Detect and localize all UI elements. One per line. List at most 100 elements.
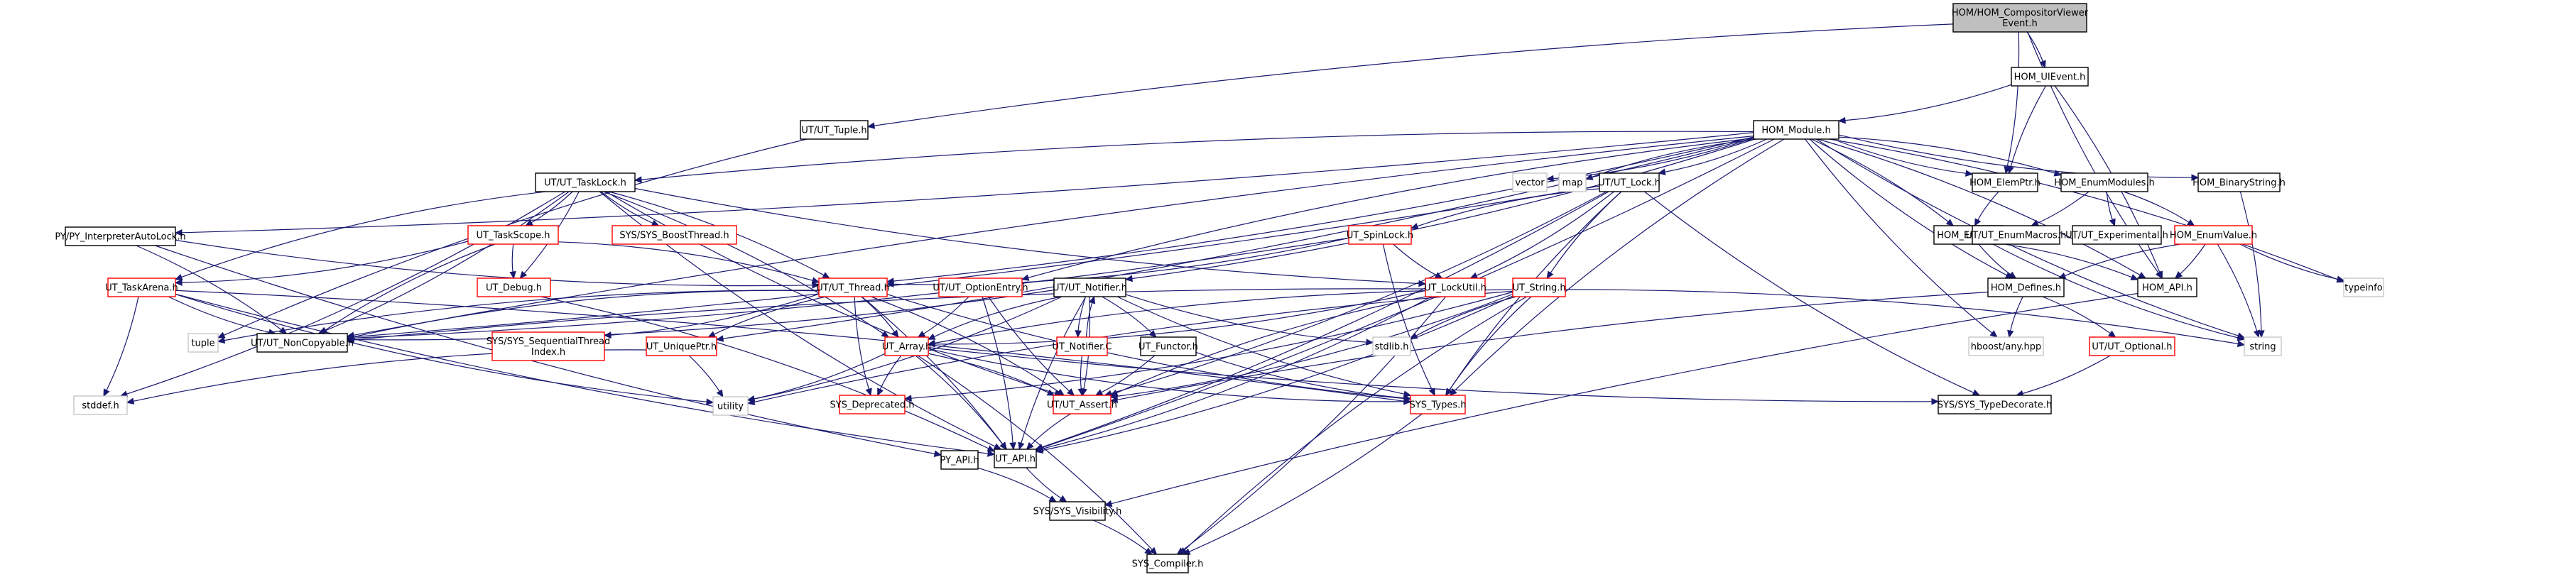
node-lockutil[interactable]: UT_LockUtil.h: [1424, 277, 1487, 297]
node-enummodules[interactable]: HOM_EnumModules.h: [2054, 172, 2155, 192]
node-vector[interactable]: vector: [1512, 172, 1548, 192]
node-box[interactable]: [1348, 225, 1412, 245]
node-enummacros[interactable]: UT/UT_EnumMacros.h: [1966, 225, 2067, 245]
node-boostthread[interactable]: SYS/SYS_BoostThread.h: [612, 225, 737, 245]
node-box[interactable]: [1053, 395, 1112, 414]
node-box[interactable]: [2174, 225, 2253, 245]
node-functor[interactable]: UT_Functor.h: [1138, 336, 1198, 356]
node-pyapi[interactable]: PY_API.h: [940, 450, 979, 470]
node-hboostany[interactable]: hboost/any.hpp: [1968, 336, 2044, 356]
node-box[interactable]: [1372, 336, 1411, 356]
node-experimental[interactable]: UT/UT_Experimental.h: [2065, 225, 2168, 245]
node-debug[interactable]: UT_Debug.h: [477, 277, 551, 297]
node-typeinfo[interactable]: typeinfo: [2343, 277, 2384, 297]
node-stdlib[interactable]: stdlib.h: [1372, 336, 1411, 356]
node-homapi[interactable]: HOM_API.h: [2137, 277, 2197, 297]
node-box[interactable]: [2060, 172, 2148, 192]
node-box[interactable]: [1049, 501, 1106, 521]
node-box[interactable]: [2343, 277, 2384, 297]
node-box[interactable]: [467, 225, 559, 245]
node-utstring[interactable]: UT_String.h: [1512, 277, 1566, 297]
node-uniqueptr[interactable]: UT_UniquePtr.h: [646, 336, 717, 356]
node-box[interactable]: [1425, 277, 1486, 297]
node-systypes[interactable]: SYS_Types.h: [1410, 395, 1467, 414]
node-box[interactable]: [2197, 172, 2281, 192]
node-box[interactable]: [2011, 67, 2089, 87]
node-box[interactable]: [800, 120, 869, 140]
node-box[interactable]: [712, 396, 749, 416]
node-homdefines[interactable]: HOM_Defines.h: [1987, 277, 2065, 297]
node-taskscope[interactable]: UT_TaskScope.h: [467, 225, 559, 245]
node-module[interactable]: HOM_Module.h: [1753, 120, 1839, 140]
node-notifier[interactable]: UT/UT_Notifier.h: [1053, 277, 1127, 297]
node-utarray[interactable]: UT_Array.h: [882, 336, 932, 356]
node-box[interactable]: [1599, 172, 1660, 192]
node-elemptr[interactable]: HOM_ElemPtr.h: [1969, 172, 2040, 192]
node-box[interactable]: [646, 336, 717, 356]
node-box[interactable]: [1952, 3, 2087, 33]
node-taskarena[interactable]: UT_TaskArena.h: [105, 277, 178, 297]
node-utassert[interactable]: UT/UT_Assert.h: [1047, 395, 1117, 414]
edge-notifier-to-stdlib: [1125, 294, 1367, 343]
node-spinlock[interactable]: UT_SpinLock.h: [1347, 225, 1413, 245]
node-box[interactable]: [938, 277, 1023, 297]
node-box[interactable]: [477, 277, 551, 297]
node-box[interactable]: [612, 225, 737, 245]
node-box[interactable]: [2244, 336, 2282, 356]
node-box[interactable]: [2089, 336, 2175, 356]
node-box[interactable]: [1146, 554, 1189, 573]
node-compiler[interactable]: SYS_Compiler.h: [1132, 554, 1204, 573]
node-pyauto[interactable]: PY/PY_InterpreterAutoLock.h: [55, 226, 186, 246]
node-box[interactable]: [1972, 225, 2060, 245]
node-map[interactable]: map: [1558, 172, 1587, 192]
node-string[interactable]: string: [2244, 336, 2282, 356]
node-box[interactable]: [2137, 277, 2197, 297]
node-box[interactable]: [994, 449, 1037, 468]
node-thread[interactable]: UT/UT_Thread.h: [816, 277, 890, 297]
node-box[interactable]: [1938, 395, 2052, 414]
node-box[interactable]: [1053, 277, 1126, 297]
node-optional[interactable]: UT/UT_Optional.h: [2089, 336, 2175, 356]
node-box[interactable]: [1410, 395, 1466, 414]
node-box[interactable]: [73, 395, 128, 415]
node-box[interactable]: [818, 277, 888, 297]
node-binarystring[interactable]: HOM_BinaryString.h: [2192, 172, 2286, 192]
node-box[interactable]: [188, 333, 219, 353]
node-box[interactable]: [491, 331, 605, 361]
node-label: PY/PY_InterpreterAutoLock.h: [55, 232, 185, 243]
node-box[interactable]: [65, 226, 176, 246]
node-box[interactable]: [2072, 225, 2162, 245]
node-box[interactable]: [1512, 277, 1566, 297]
node-tuple[interactable]: tuple: [188, 333, 219, 353]
node-typedecorate[interactable]: SYS/SYS_TypeDecorate.h: [1938, 395, 2053, 414]
node-box[interactable]: [884, 336, 929, 356]
node-box[interactable]: [107, 277, 176, 297]
node-box[interactable]: [1987, 277, 2065, 297]
node-box[interactable]: [1558, 172, 1587, 192]
node-box[interactable]: [1968, 336, 2044, 356]
node-box[interactable]: [1056, 336, 1108, 356]
node-notifierc[interactable]: UT_Notifier.C: [1053, 336, 1112, 356]
node-utility[interactable]: utility: [712, 396, 749, 416]
node-tuple_h[interactable]: UT/UT_Tuple.h: [800, 120, 869, 140]
node-utlock[interactable]: UT/UT_Lock.h: [1598, 172, 1661, 192]
node-visibility[interactable]: SYS/SYS_Visibility.h: [1033, 501, 1122, 521]
node-box[interactable]: [535, 172, 636, 192]
node-box[interactable]: [839, 395, 906, 414]
node-box[interactable]: [1753, 120, 1839, 140]
node-noncopyable[interactable]: UT/UT_NonCopyable.h: [251, 333, 354, 353]
node-box[interactable]: [1972, 172, 2038, 192]
node-box[interactable]: [256, 333, 348, 353]
node-optionentry[interactable]: UT/UT_OptionEntry.h: [933, 277, 1028, 297]
node-tasklock[interactable]: UT/UT_TaskLock.h: [535, 172, 636, 192]
node-box[interactable]: [1512, 172, 1548, 192]
node-box[interactable]: [1140, 336, 1197, 356]
node-box[interactable]: [940, 450, 979, 470]
node-deprecated[interactable]: SYS_Deprecated.h: [830, 395, 915, 414]
node-uievent[interactable]: HOM_UIEvent.h: [2011, 67, 2089, 87]
node-stddef[interactable]: stddef.h: [73, 395, 128, 415]
node-enumvalue[interactable]: HOM_EnumValue.h: [2170, 225, 2257, 245]
node-utapi[interactable]: UT_API.h: [994, 449, 1037, 468]
